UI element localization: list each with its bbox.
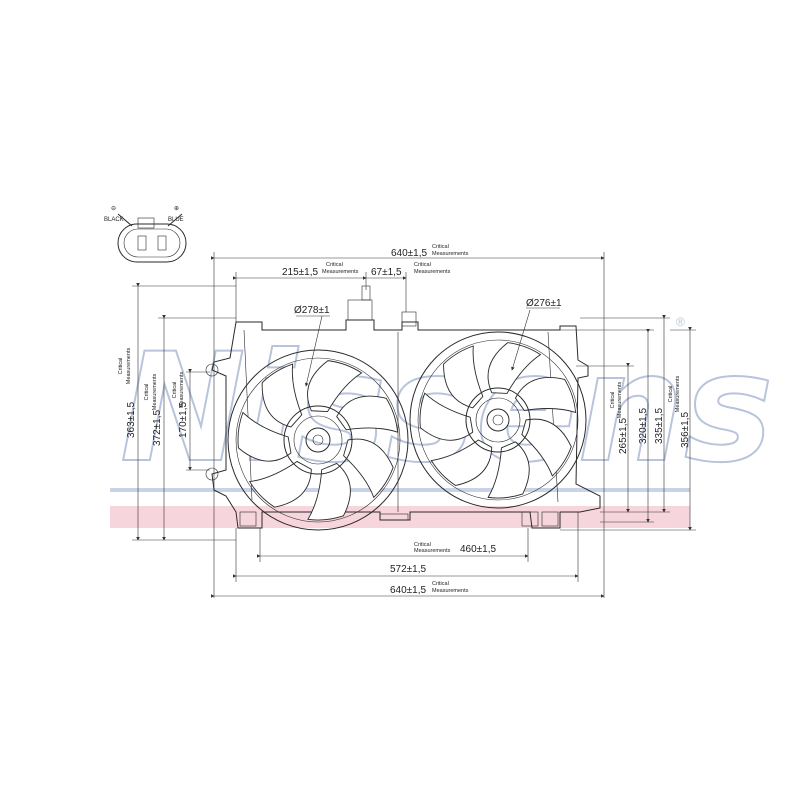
dim-left-offset: 215±1,5 xyxy=(282,267,319,278)
dim-bottom-width-a: 572±1,5 xyxy=(390,564,427,575)
fan-blade xyxy=(430,439,493,486)
critical-label-top-2: Measurements xyxy=(432,251,469,257)
critical-label-right2-1: Critical xyxy=(668,386,674,403)
dimension-lines xyxy=(132,252,696,598)
fan-blade xyxy=(248,460,312,508)
fan-blade xyxy=(487,441,530,499)
fan-blade xyxy=(307,360,363,413)
critical-label-mid-1: Critical xyxy=(326,262,343,268)
critical-label-left-2: Measurements xyxy=(126,348,132,385)
critical-label-left3-2: Measurements xyxy=(179,372,185,409)
critical-label-bottom-2: Measurements xyxy=(414,548,451,554)
fan-blade xyxy=(307,462,351,521)
plus-polarity-icon: ⊕ xyxy=(174,206,179,212)
fan-blade xyxy=(261,363,303,428)
critical-label-bottom2-2: Measurements xyxy=(432,588,469,594)
critical-label-left3-1: Critical xyxy=(172,382,178,399)
dim-width-top: 640±1,5 xyxy=(391,248,428,259)
critical-label-right-1: Critical xyxy=(610,392,616,409)
critical-label-left2-2: Measurements xyxy=(152,374,158,411)
dimension-labels: 640±1,5 Critical Measurements 215±1,5 Cr… xyxy=(118,244,691,596)
critical-label-left2-1: Critical xyxy=(144,384,150,401)
dim-height-right-a: 265±1,5 xyxy=(618,418,629,455)
dim-height-left-outer: 363±1,5 xyxy=(126,402,137,439)
critical-label-right2-2: Measurements xyxy=(675,376,681,413)
dim-mount-spacing-left: 170±1,5 xyxy=(178,402,189,439)
fan-blade xyxy=(343,438,394,499)
fan-blade xyxy=(521,418,572,477)
dim-fan-right-diameter: Ø276±1 xyxy=(526,298,562,309)
dim-fan-left-diameter: Ø278±1 xyxy=(294,305,330,316)
electrical-connector: ⊖ ⊕ BLACK BLUE xyxy=(104,206,187,263)
black-wire-label: BLACK xyxy=(104,217,124,223)
dim-height-right-d: 356±1,5 xyxy=(680,412,691,449)
critical-label-mid2-2: Measurements xyxy=(414,269,451,275)
fan-blade xyxy=(514,376,577,414)
critical-label-top-1: Critical xyxy=(432,244,449,250)
fan-blade xyxy=(419,392,474,441)
critical-label-bottom2-1: Critical xyxy=(432,581,449,587)
blue-wire-label: BLUE xyxy=(168,217,184,223)
critical-label-mid-2: Measurements xyxy=(322,269,359,275)
fan-left xyxy=(227,349,409,531)
fan-blade xyxy=(443,345,484,409)
critical-label-right-2: Measurements xyxy=(617,382,623,419)
dim-height-right-b: 320±1,5 xyxy=(638,408,649,445)
fan-blade xyxy=(336,395,399,433)
critical-label-mid2-1: Critical xyxy=(414,262,431,268)
dim-bottom-mount-spacing: 460±1,5 xyxy=(460,544,497,555)
dim-bottom-width-b: 640±1,5 xyxy=(390,585,427,596)
critical-label-bottom-1: Critical xyxy=(414,542,431,548)
critical-label-left-1: Critical xyxy=(118,358,124,375)
dim-mid-offset: 67±1,5 xyxy=(371,267,402,278)
registered-mark: ® xyxy=(676,315,685,329)
dim-height-right-c: 335±1,5 xyxy=(654,408,665,445)
fan-blade xyxy=(237,411,292,462)
minus-polarity-icon: ⊖ xyxy=(111,206,116,212)
dim-height-left-inner: 372±1,5 xyxy=(152,410,163,447)
